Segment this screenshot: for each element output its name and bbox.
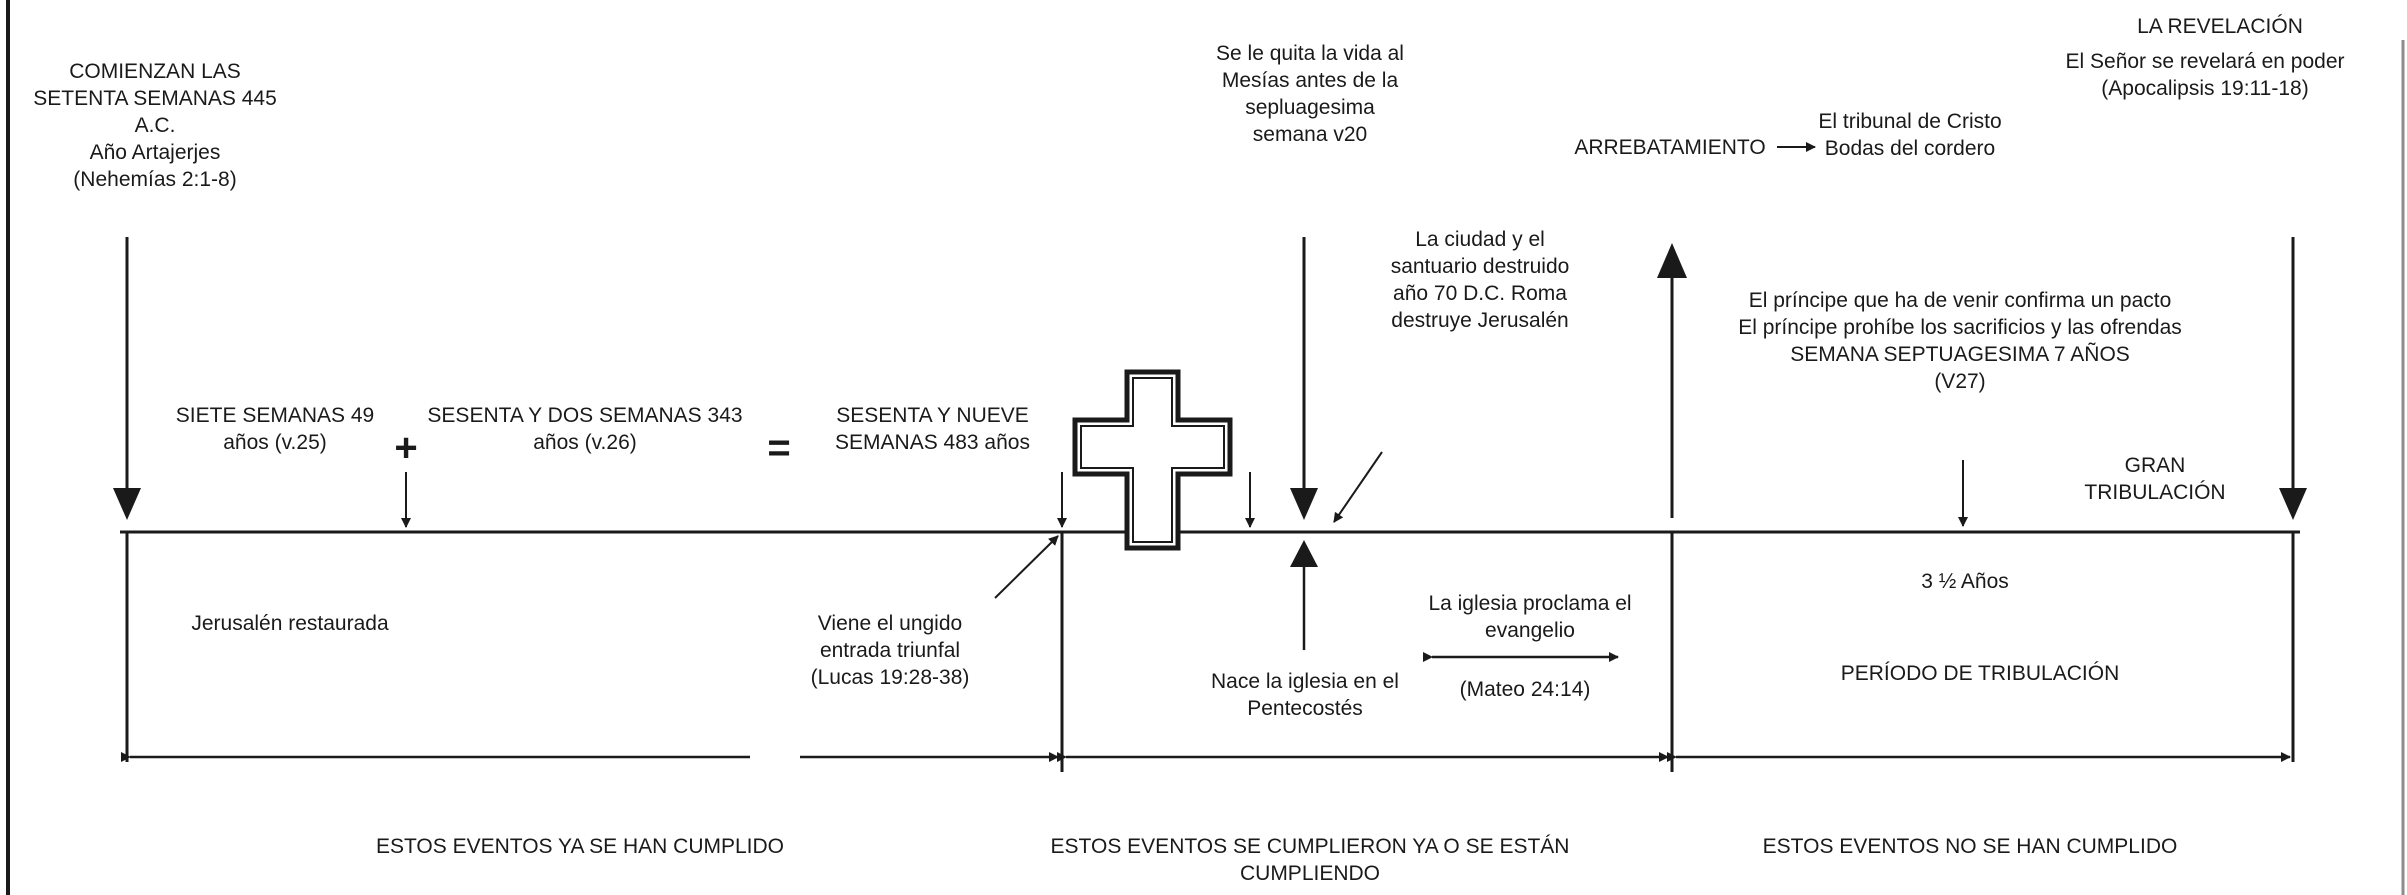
footer-being-fulfilled: ESTOS EVENTOS SE CUMPLIERON YA O SE ESTÁ… — [1050, 835, 1570, 885]
church-born-label: Nace la iglesia en el Pentecostés — [1211, 670, 1399, 720]
revelation-title: LA REVELACIÓN — [2137, 15, 2303, 38]
city-destroyed-label: La ciudad y el santuario destruido año 7… — [1390, 228, 1570, 332]
seven-weeks-label: SIETE SEMANAS 49 años (v.25) — [175, 404, 375, 454]
tribunal-label: El tribunal de Cristo Bodas del cordero — [1818, 110, 2002, 160]
sixty-nine-weeks-label: SESENTA Y NUEVE SEMANAS 483 años — [835, 404, 1030, 454]
rapture-label: ARREBATAMIENTO — [1574, 136, 1766, 159]
footer-not-fulfilled: ESTOS EVENTOS NO SE HAN CUMPLIDO — [1762, 835, 2178, 858]
prince-label: El príncipe que ha de venir confirma un … — [1738, 289, 2182, 393]
church-preaches-label: La iglesia proclama el evangelio — [1428, 592, 1632, 642]
messiah-cut-off-label: Se le quita la vida al Mesías antes de l… — [1216, 42, 1404, 146]
great-tribulation-label: GRAN TRIBULACIÓN — [2084, 454, 2226, 504]
jerusalem-restored-label: Jerusalén restaurada — [191, 612, 389, 635]
church-born-arrowhead — [1290, 540, 1318, 567]
revelation-arrowhead — [2279, 488, 2307, 520]
messiah-arrowhead — [1290, 488, 1318, 520]
tribulation-period-label: PERÍODO DE TRIBULACIÓN — [1840, 662, 2120, 685]
start-arrowhead — [113, 488, 141, 520]
footer-fulfilled: ESTOS EVENTOS YA SE HAN CUMPLIDO — [375, 835, 785, 858]
equals-sign: = — [767, 426, 791, 470]
matthew-reference: (Mateo 24:14) — [1459, 678, 1591, 701]
city-destroyed-pointer-arrow — [1333, 451, 1383, 523]
anointed-label: Viene el ungido entrada triunfal (Lucas … — [810, 612, 970, 689]
rapture-arrowhead — [1657, 243, 1687, 278]
cross-inner-outline — [1080, 377, 1225, 543]
half-years-label: 3 ½ Años — [1921, 570, 2009, 593]
cross-symbol — [1072, 369, 1233, 551]
revelation-subtitle: El Señor se revelará en poder (Apocalips… — [2065, 50, 2345, 100]
plus-sign: + — [394, 426, 418, 470]
start-label: COMIENZAN LAS SETENTA SEMANAS 445 A.C. A… — [33, 60, 277, 191]
anointed-pointer-arrow — [994, 535, 1059, 599]
sixty-two-weeks-label: SESENTA Y DOS SEMANAS 343 años (v.26) — [427, 404, 743, 454]
